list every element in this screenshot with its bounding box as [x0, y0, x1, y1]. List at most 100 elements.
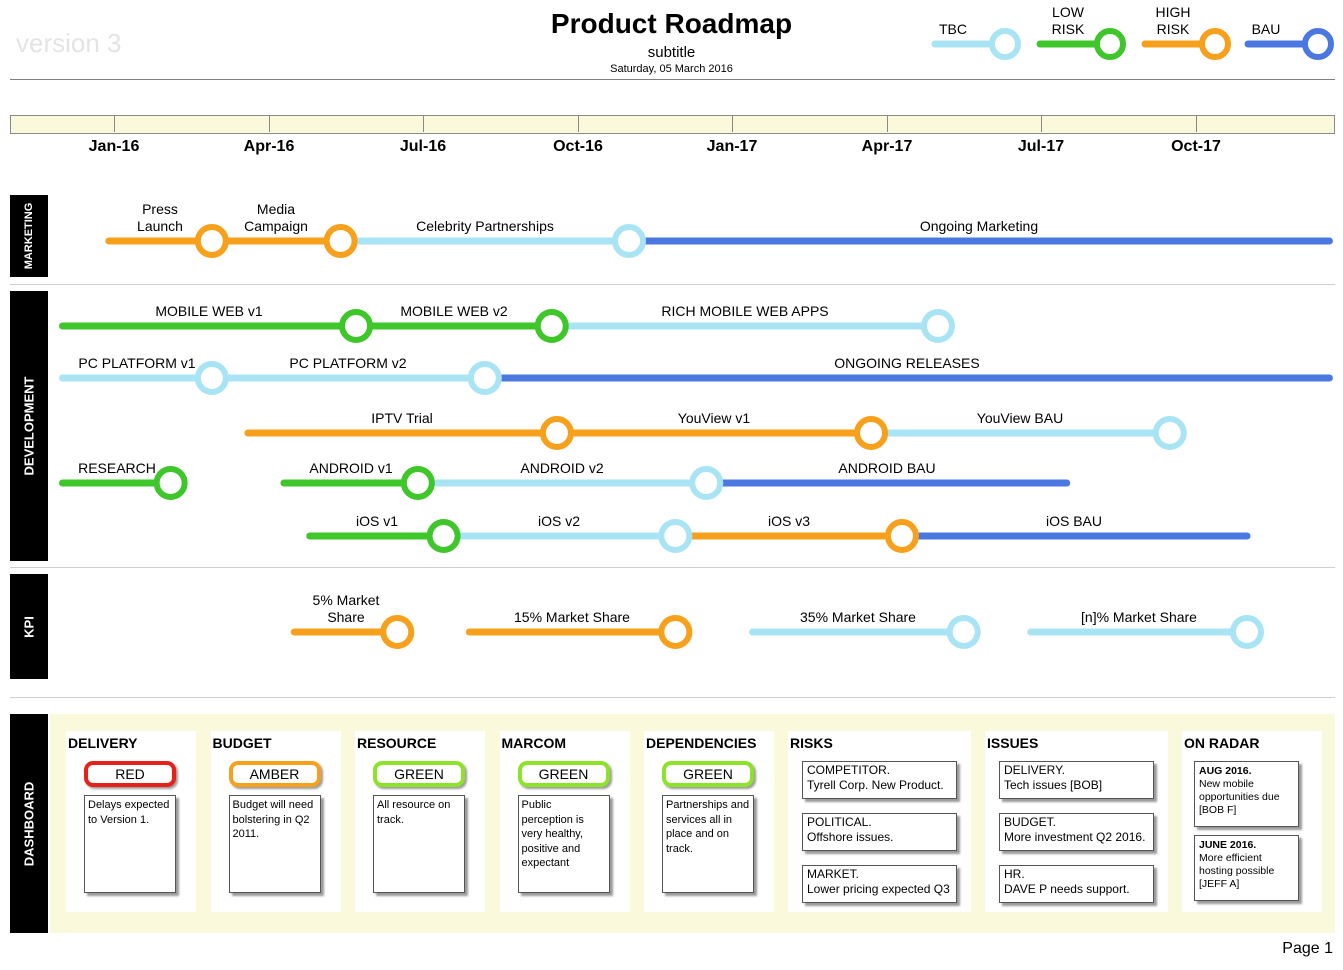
milestone-icon: [946, 615, 981, 649]
risks-item-title: POLITICAL.: [807, 815, 872, 829]
milestone-icon: [339, 309, 374, 343]
risks-item: MARKET.Lower pricing expected Q3: [802, 865, 957, 903]
radar-item-title: JUNE 2016.: [1199, 839, 1257, 851]
legend-milestone-icon: [1199, 28, 1231, 60]
lane-separator: [10, 697, 1335, 698]
milestone-icon: [854, 416, 889, 450]
page-title: Product Roadmap: [550, 8, 793, 39]
milestone-icon: [426, 519, 461, 553]
roadmap-bar-label: iOS v3: [767, 513, 810, 529]
roadmap-bar-label: 15% Market Share: [514, 609, 630, 625]
issues-item-title: DELIVERY.: [1004, 763, 1065, 777]
dashboard-column-on-radar: ON RADAR AUG 2016.New mobile opportunitie…: [1182, 731, 1322, 912]
radar-item-text: More efficient hosting possible [JEFF A]: [1199, 852, 1275, 890]
roadmap-bar-label: RICH MOBILE WEB APPS: [661, 303, 829, 319]
issues-item-title: BUDGET.: [1004, 815, 1057, 829]
issues-item: BUDGET.More investment Q2 2016.: [999, 813, 1154, 851]
milestone-icon: [153, 466, 188, 500]
page-subtitle: subtitle: [647, 44, 696, 61]
roadmap-bar-label: PC PLATFORM v1: [78, 355, 196, 371]
issues-item-text: More investment Q2 2016.: [1004, 830, 1146, 844]
roadmap-bar-label: Celebrity Partnerships: [416, 218, 554, 234]
dashboard-heading: ISSUES: [987, 735, 1039, 751]
milestone-icon: [380, 615, 415, 649]
status-note: Budget will need bolstering in Q2 2011.: [228, 795, 321, 893]
timeline-tick-label: Oct-17: [1171, 138, 1221, 155]
milestone-icon: [884, 519, 919, 553]
radar-item-title: AUG 2016.: [1199, 765, 1252, 777]
timeline-tick-label: Apr-16: [243, 138, 295, 155]
risks-item-text: Offshore issues.: [807, 830, 894, 844]
milestone-icon: [194, 224, 229, 258]
status-note: All resource on track.: [373, 795, 465, 893]
milestone-icon: [1152, 416, 1187, 450]
lane-separator: [10, 567, 1335, 568]
roadmap-bar-label: [n]% Market Share: [1081, 609, 1197, 625]
timeline-tick-label: Oct-16: [553, 138, 603, 155]
header-divider: [10, 79, 1335, 80]
roadmap-bar-label: RESEARCH: [78, 460, 156, 476]
legend-label-bau: BAU: [1251, 21, 1281, 37]
risks-item-title: COMPETITOR.: [807, 763, 891, 777]
timeline-tick: [732, 115, 733, 132]
legend-milestone-icon: [1094, 28, 1126, 60]
milestone-icon: [400, 466, 435, 500]
risks-item-title: MARKET.: [807, 867, 860, 881]
issues-item-text: DAVE P needs support.: [1004, 882, 1130, 896]
dashboard-heading: DELIVERY: [68, 735, 138, 751]
roadmap-bar-label: PC PLATFORM v2: [289, 355, 407, 371]
roadmap-bar-label: iOS BAU: [1045, 513, 1102, 529]
roadmap-bar-label: ANDROID BAU: [838, 460, 936, 476]
lane-tab-marketing: MARKETING: [10, 195, 48, 277]
risks-item: POLITICAL.Offshore issues.: [802, 813, 957, 851]
dashboard-heading: DEPENDENCIES: [646, 735, 757, 751]
status-note: Partnerships and services all in place a…: [662, 795, 754, 893]
milestone-icon: [1230, 615, 1264, 649]
roadmap-bar-label: iOS v2: [537, 513, 580, 529]
roadmap-bar-label: YouView BAU: [976, 410, 1064, 426]
roadmap-bar-label: ANDROID v2: [520, 460, 604, 476]
milestone-icon: [612, 224, 646, 258]
risks-item: COMPETITOR.Tyrell Corp. New Product.: [802, 761, 957, 799]
milestone-icon: [689, 466, 724, 500]
legend-svg: [931, 28, 1334, 60]
legend-milestone-icon: [1302, 28, 1334, 60]
roadmap-bar-label: MOBILE WEB v1: [155, 303, 263, 319]
risks-item-text: Lower pricing expected Q3: [807, 882, 950, 896]
issues-item-title: HR.: [1004, 867, 1025, 881]
milestone-icon: [194, 361, 229, 395]
page-number: Page 1: [1282, 940, 1333, 957]
timeline-band: [10, 115, 1335, 134]
dashboard-heading: ON RADAR: [1184, 735, 1260, 751]
lane-tab-development: DEVELOPMENT: [10, 291, 48, 561]
timeline-tick: [1196, 115, 1197, 132]
risks-item-text: Tyrell Corp. New Product.: [807, 778, 944, 792]
timeline-tick: [423, 115, 424, 132]
issues-item: HR.DAVE P needs support.: [999, 865, 1154, 903]
rag-status-badge: AMBER: [228, 761, 321, 787]
legend-milestone-icon: [989, 28, 1021, 60]
timeline-tick-label: Jan-17: [706, 138, 758, 155]
milestone-icon: [921, 309, 955, 343]
roadmap-bar-label: MOBILE WEB v2: [400, 303, 508, 319]
version-watermark: version 3: [16, 28, 122, 58]
timeline-tick: [887, 115, 888, 132]
roadmap-bar-label: ONGOING RELEASES: [834, 355, 980, 371]
radar-item: AUG 2016.New mobile opportunities due [B…: [1194, 761, 1299, 827]
status-note: Public perception is very healthy, posit…: [517, 795, 610, 893]
radar-item-text: New mobile opportunities due [BOB F]: [1199, 778, 1280, 816]
timeline-tick-label: Apr-17: [861, 138, 913, 155]
dashboard-heading: BUDGET: [212, 735, 272, 751]
timeline-tick-label: Jul-16: [399, 138, 447, 155]
lane-tab-kpi: KPI: [10, 574, 48, 679]
milestone-icon: [658, 615, 693, 649]
rag-status-badge: RED: [84, 761, 176, 787]
